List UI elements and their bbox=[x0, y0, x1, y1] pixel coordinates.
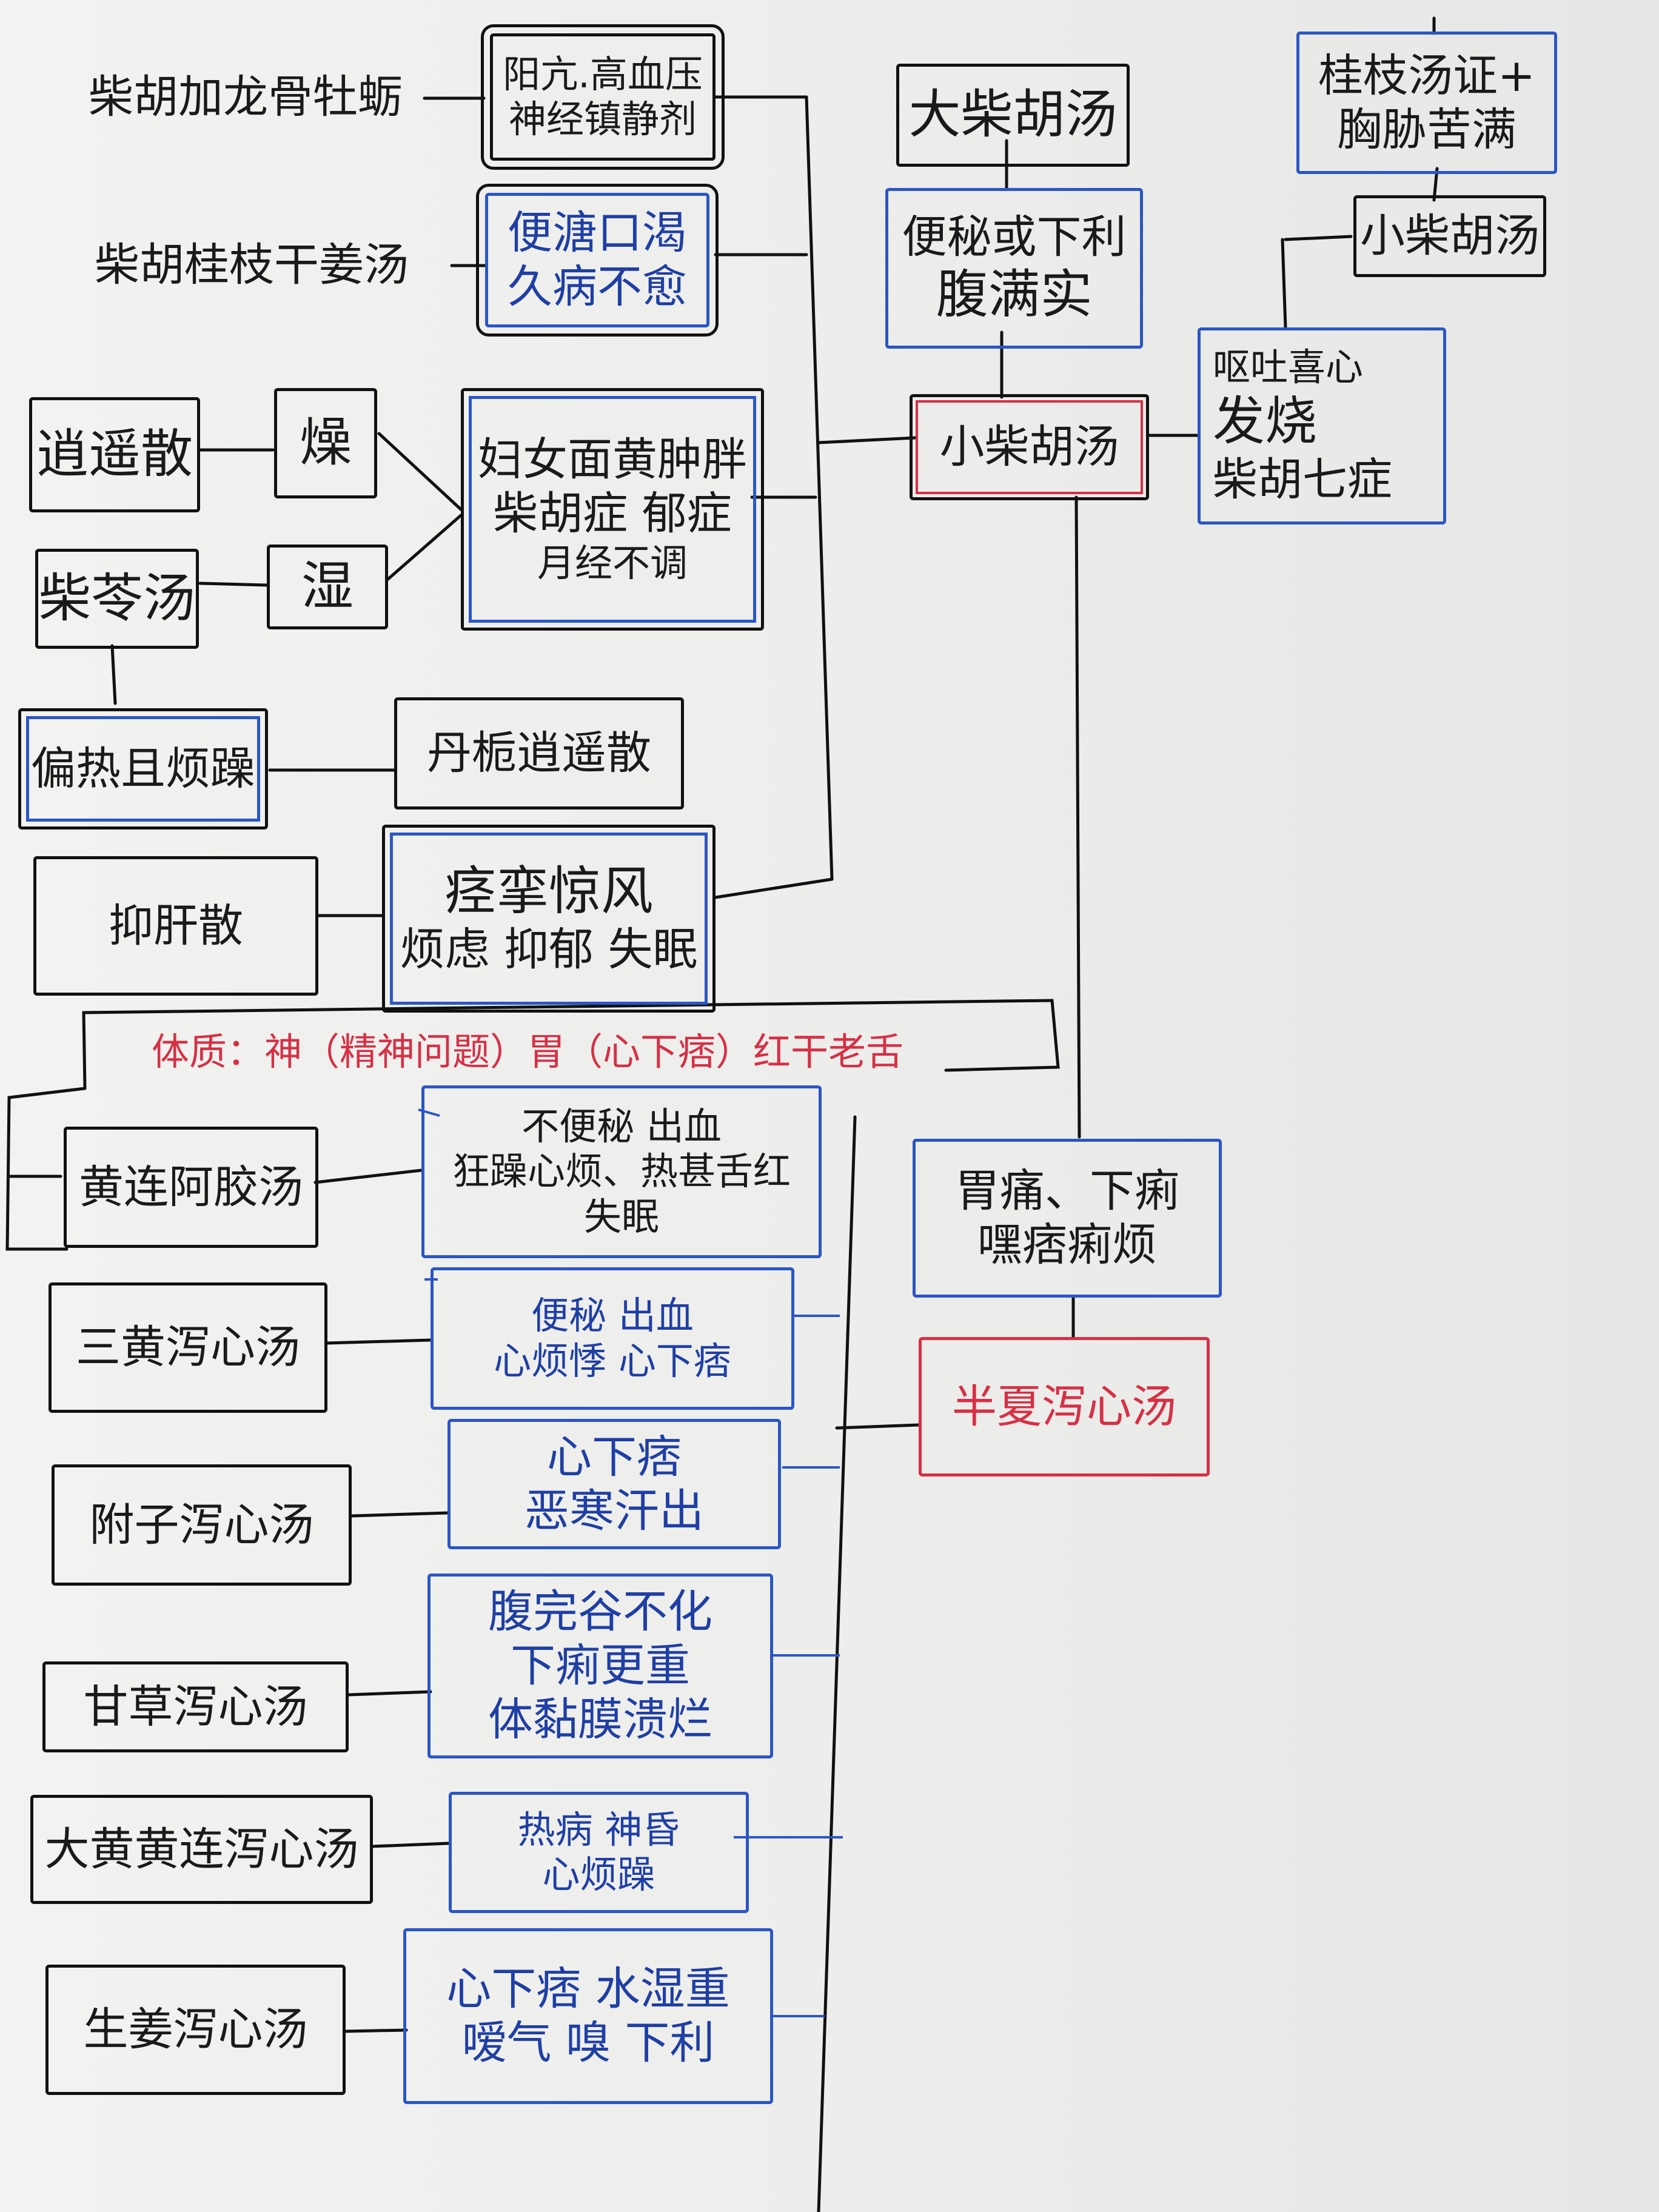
symptom-text: 心下痞 水湿重 bbox=[446, 1963, 730, 2016]
symptom-text: 神经镇静剂 bbox=[508, 97, 697, 141]
symptom-text: 烦虑 抑郁 失眠 bbox=[400, 923, 698, 976]
symptom-box-sanhuang: 便秘 出血 心烦悸 心下痞 bbox=[431, 1267, 794, 1410]
symptom-text: 妇女面黄肿胖 bbox=[478, 434, 747, 486]
symptom-text: 嗳气 嗅 下利 bbox=[461, 2017, 715, 2069]
symptom-text: 桂枝汤证+ bbox=[1318, 49, 1535, 102]
formula-banxia-xiexin: 半夏泻心汤 bbox=[919, 1337, 1210, 1476]
symptom-box-dahuang: 热病 神昏 心烦躁 bbox=[449, 1792, 749, 1913]
formula-chaihu-longgu: 柴胡加龙骨牡蛎 bbox=[89, 70, 403, 123]
symptom-box-wei: 胃痛、下痢 嘿痞痢烦 bbox=[913, 1139, 1222, 1298]
formula-gancao-xiexin: 甘草泻心汤 bbox=[42, 1661, 349, 1752]
symptom-text: 月经不调 bbox=[537, 540, 688, 585]
symptom-box-shi: 湿 bbox=[267, 545, 388, 629]
symptom-box-da-chaihu: 便秘或下利 腹满实 bbox=[885, 188, 1143, 349]
formula-fuzi-xiexin: 附子泻心汤 bbox=[52, 1464, 352, 1586]
symptom-box-pianre: 偏热且烦躁 bbox=[18, 708, 268, 830]
symptom-text: 心下痞 bbox=[547, 1430, 682, 1483]
formula-dahuang-huanglian: 大黄黄连泻心汤 bbox=[30, 1795, 373, 1904]
formula-da-chaihu: 大柴胡汤 bbox=[896, 64, 1130, 167]
formula-yigan: 抑肝散 bbox=[33, 856, 318, 996]
formula-chaihu-guizhi-ganjiang: 柴胡桂枝干姜汤 bbox=[95, 239, 409, 292]
symptom-text: 久病不愈 bbox=[508, 261, 687, 313]
formula-danzhi-xiaoyao: 丹栀逍遥散 bbox=[394, 697, 684, 809]
symptom-text: 呕吐喜心 bbox=[1213, 345, 1364, 390]
symptom-box-huanglian: 不便秘 出血 狂躁心烦、热甚舌红 失眠 bbox=[421, 1085, 822, 1258]
symptom-box-gancao: 腹完谷不化 下痢更重 体黏膜溃烂 bbox=[427, 1574, 773, 1758]
symptom-text: 胸胁苦满 bbox=[1337, 103, 1517, 156]
symptom-text: 恶寒汗出 bbox=[525, 1484, 704, 1537]
formula-xiao-chaihu-top: 小柴胡汤 bbox=[1353, 195, 1546, 277]
formula-shengjiang-xiexin: 生姜泻心汤 bbox=[45, 1965, 346, 2095]
symptom-box-jing: 痉挛惊风 烦虑 抑郁 失眠 bbox=[382, 825, 716, 1013]
symptom-text: 腹完谷不化 bbox=[488, 1586, 712, 1638]
symptom-text: 柴胡七症 bbox=[1213, 453, 1392, 506]
symptom-box-outu: 呕吐喜心 发烧 柴胡七症 bbox=[1198, 327, 1446, 525]
constitution-banner: 体质：神（精神问题）胃（心下痞）红干老舌 bbox=[151, 1030, 903, 1074]
symptom-text: 下痢更重 bbox=[511, 1640, 690, 1692]
symptom-text: 便秘 出血 bbox=[531, 1293, 694, 1338]
symptom-text: 失眠 bbox=[583, 1194, 659, 1239]
symptom-text: 热病 神昏 bbox=[517, 1807, 680, 1852]
symptom-text: 阳亢.高血压 bbox=[503, 52, 703, 96]
symptom-text: 胃痛、下痢 bbox=[955, 1165, 1179, 1218]
symptom-box-zao: 燥 bbox=[274, 388, 377, 498]
symptom-text: 便秘或下利 bbox=[902, 210, 1127, 263]
symptom-text: 心烦悸 心下痞 bbox=[494, 1338, 731, 1383]
symptom-text: 嘿痞痢烦 bbox=[977, 1219, 1157, 1271]
symptom-text: 柴胡症 郁症 bbox=[493, 487, 732, 540]
formula-xiaoyao: 逍遥散 bbox=[29, 397, 200, 512]
symptom-text: 心烦躁 bbox=[542, 1852, 655, 1897]
symptom-text: 便溏口渴 bbox=[508, 207, 687, 260]
symptom-text: 狂躁心烦、热甚舌红 bbox=[452, 1149, 791, 1194]
formula-huanglian-ejiao: 黄连阿胶汤 bbox=[64, 1127, 318, 1248]
formula-chailing: 柴苓汤 bbox=[35, 549, 199, 649]
symptom-box-fuzi: 心下痞 恶寒汗出 bbox=[447, 1419, 781, 1549]
symptom-box-shengjiang: 心下痞 水湿重 嗳气 嗅 下利 bbox=[403, 1928, 773, 2104]
formula-sanhuang-xiexin: 三黄泻心汤 bbox=[49, 1282, 327, 1413]
symptom-text: 不便秘 出血 bbox=[521, 1104, 722, 1148]
symptom-box-longgu: 阳亢.高血压 神经镇静剂 bbox=[481, 24, 725, 170]
symptom-text: 发烧 bbox=[1213, 390, 1317, 452]
formula-xiao-chaihu-center: 小柴胡汤 bbox=[910, 394, 1149, 500]
symptom-box-guizhi-top: 桂枝汤证+ 胸胁苦满 bbox=[1296, 32, 1557, 174]
symptom-text: 痉挛惊风 bbox=[444, 861, 653, 922]
symptom-text: 腹满实 bbox=[936, 264, 1093, 326]
symptom-box-women: 妇女面黄肿胖 柴胡症 郁症 月经不调 bbox=[461, 388, 764, 631]
symptom-box-guizhi: 便溏口渴 久病不愈 bbox=[476, 184, 719, 337]
symptom-text: 体黏膜溃烂 bbox=[488, 1693, 712, 1746]
